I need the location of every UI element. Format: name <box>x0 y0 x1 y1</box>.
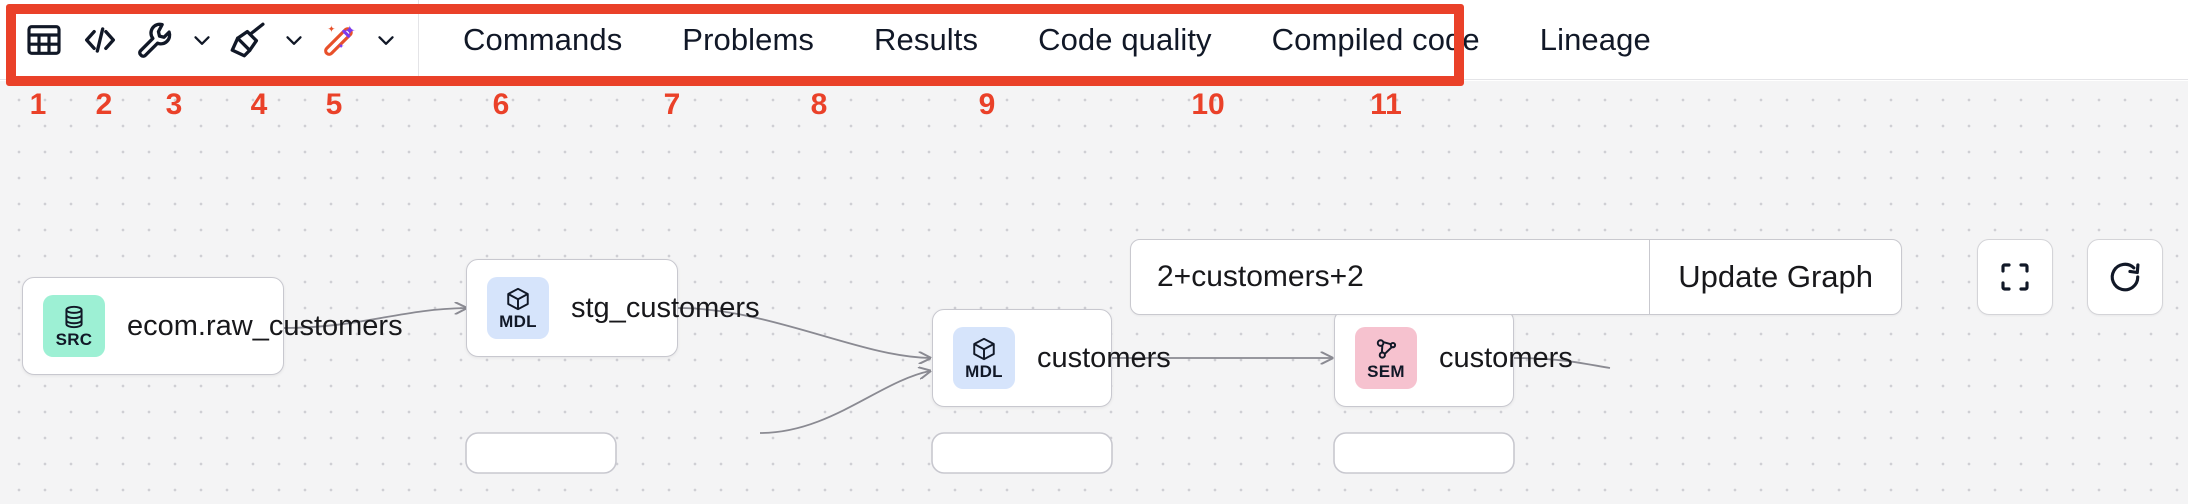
toolbar-item-table[interactable] <box>16 12 72 68</box>
toolbar-item-tools[interactable] <box>128 12 220 68</box>
ai-dropdown-caret[interactable] <box>368 12 404 68</box>
selector-divider <box>1648 240 1651 314</box>
tools-dropdown-caret[interactable] <box>184 12 220 68</box>
lineage-node-partial[interactable] <box>931 432 1113 474</box>
editor-toolbar: Commands Problems Results Code quality Compi… <box>0 0 2188 80</box>
node-badge-mdl: MDL <box>487 277 549 339</box>
toolbar-icon-group <box>0 0 419 80</box>
editor-tab-bar: Commands Problems Results Code quality Compi… <box>433 0 1681 80</box>
node-badge-label: SRC <box>55 330 93 349</box>
format-button[interactable] <box>220 12 276 68</box>
tab-code-quality[interactable]: Code quality <box>1038 21 1212 57</box>
lineage-node-customers[interactable]: MDL customers <box>932 309 1171 407</box>
fit-view-button[interactable] <box>1977 239 2053 315</box>
chevron-down-icon <box>194 35 210 45</box>
graph-icon <box>1373 336 1399 363</box>
node-label: ecom.raw_customers <box>127 309 403 342</box>
node-badge-src: SRC <box>43 295 105 357</box>
lineage-node-partial[interactable] <box>465 432 617 474</box>
node-badge-mdl: MDL <box>953 327 1015 389</box>
node-label: customers <box>1037 341 1171 374</box>
magic-wand-icon <box>324 23 356 56</box>
wrench-icon <box>138 22 172 58</box>
lineage-edge <box>759 371 930 434</box>
tab-lineage[interactable]: Lineage <box>1539 21 1651 57</box>
node-label: customers <box>1439 341 1573 374</box>
fit-screen-icon <box>2001 263 2029 291</box>
toolbar-item-ai[interactable] <box>312 12 404 68</box>
callout-number-9: 9 <box>978 88 996 121</box>
node-badge-label: SEM <box>1367 362 1405 381</box>
tab-results[interactable]: Results <box>874 21 979 57</box>
cube-icon <box>971 336 997 363</box>
database-icon <box>61 304 87 331</box>
format-dropdown-caret[interactable] <box>276 12 312 68</box>
tools-button[interactable] <box>128 12 184 68</box>
node-badge-label: MDL <box>965 362 1003 381</box>
update-graph-button[interactable]: Update Graph <box>1650 240 1901 314</box>
broom-icon <box>230 22 265 57</box>
callout-number-11: 11 <box>1370 88 1402 121</box>
node-badge-label: MDL <box>499 312 537 331</box>
callout-number-8: 8 <box>810 88 828 121</box>
node-badge-sem: SEM <box>1355 327 1417 389</box>
code-icon <box>85 26 116 53</box>
cube-icon <box>505 286 531 313</box>
toolbar-item-code[interactable] <box>72 12 128 68</box>
ai-assist-button[interactable] <box>312 12 368 68</box>
callout-number-3: 3 <box>165 88 183 121</box>
callout-number-5: 5 <box>325 88 343 121</box>
callout-number-6: 6 <box>492 88 510 121</box>
callout-number-7: 7 <box>663 88 681 121</box>
chevron-down-icon <box>378 35 394 45</box>
graph-selector-group[interactable]: Update Graph <box>1130 239 1902 315</box>
tab-commands[interactable]: Commands <box>463 21 623 57</box>
lineage-node-partial[interactable] <box>1333 432 1515 474</box>
callout-number-1: 1 <box>29 88 47 121</box>
node-selector-input[interactable] <box>1131 240 1649 314</box>
code-button[interactable] <box>72 12 128 68</box>
refresh-icon <box>2110 262 2140 292</box>
chevron-down-icon <box>286 35 302 45</box>
table-button[interactable] <box>16 12 72 68</box>
refresh-graph-button[interactable] <box>2087 239 2163 315</box>
callout-number-4: 4 <box>250 88 268 121</box>
callout-number-10: 10 <box>1191 88 1225 121</box>
node-label: stg_customers <box>571 291 760 324</box>
table-icon <box>27 24 61 55</box>
lineage-node-stg-customers[interactable]: MDL stg_customers <box>466 259 760 357</box>
toolbar-item-format[interactable] <box>220 12 312 68</box>
lineage-node-ecom-raw-customers[interactable]: SRC ecom.raw_customers <box>22 277 403 375</box>
tab-problems[interactable]: Problems <box>682 21 815 57</box>
callout-number-2: 2 <box>95 88 113 121</box>
tab-compiled-code[interactable]: Compiled code <box>1271 21 1480 57</box>
lineage-node-customers[interactable]: SEM customers <box>1334 309 1573 407</box>
